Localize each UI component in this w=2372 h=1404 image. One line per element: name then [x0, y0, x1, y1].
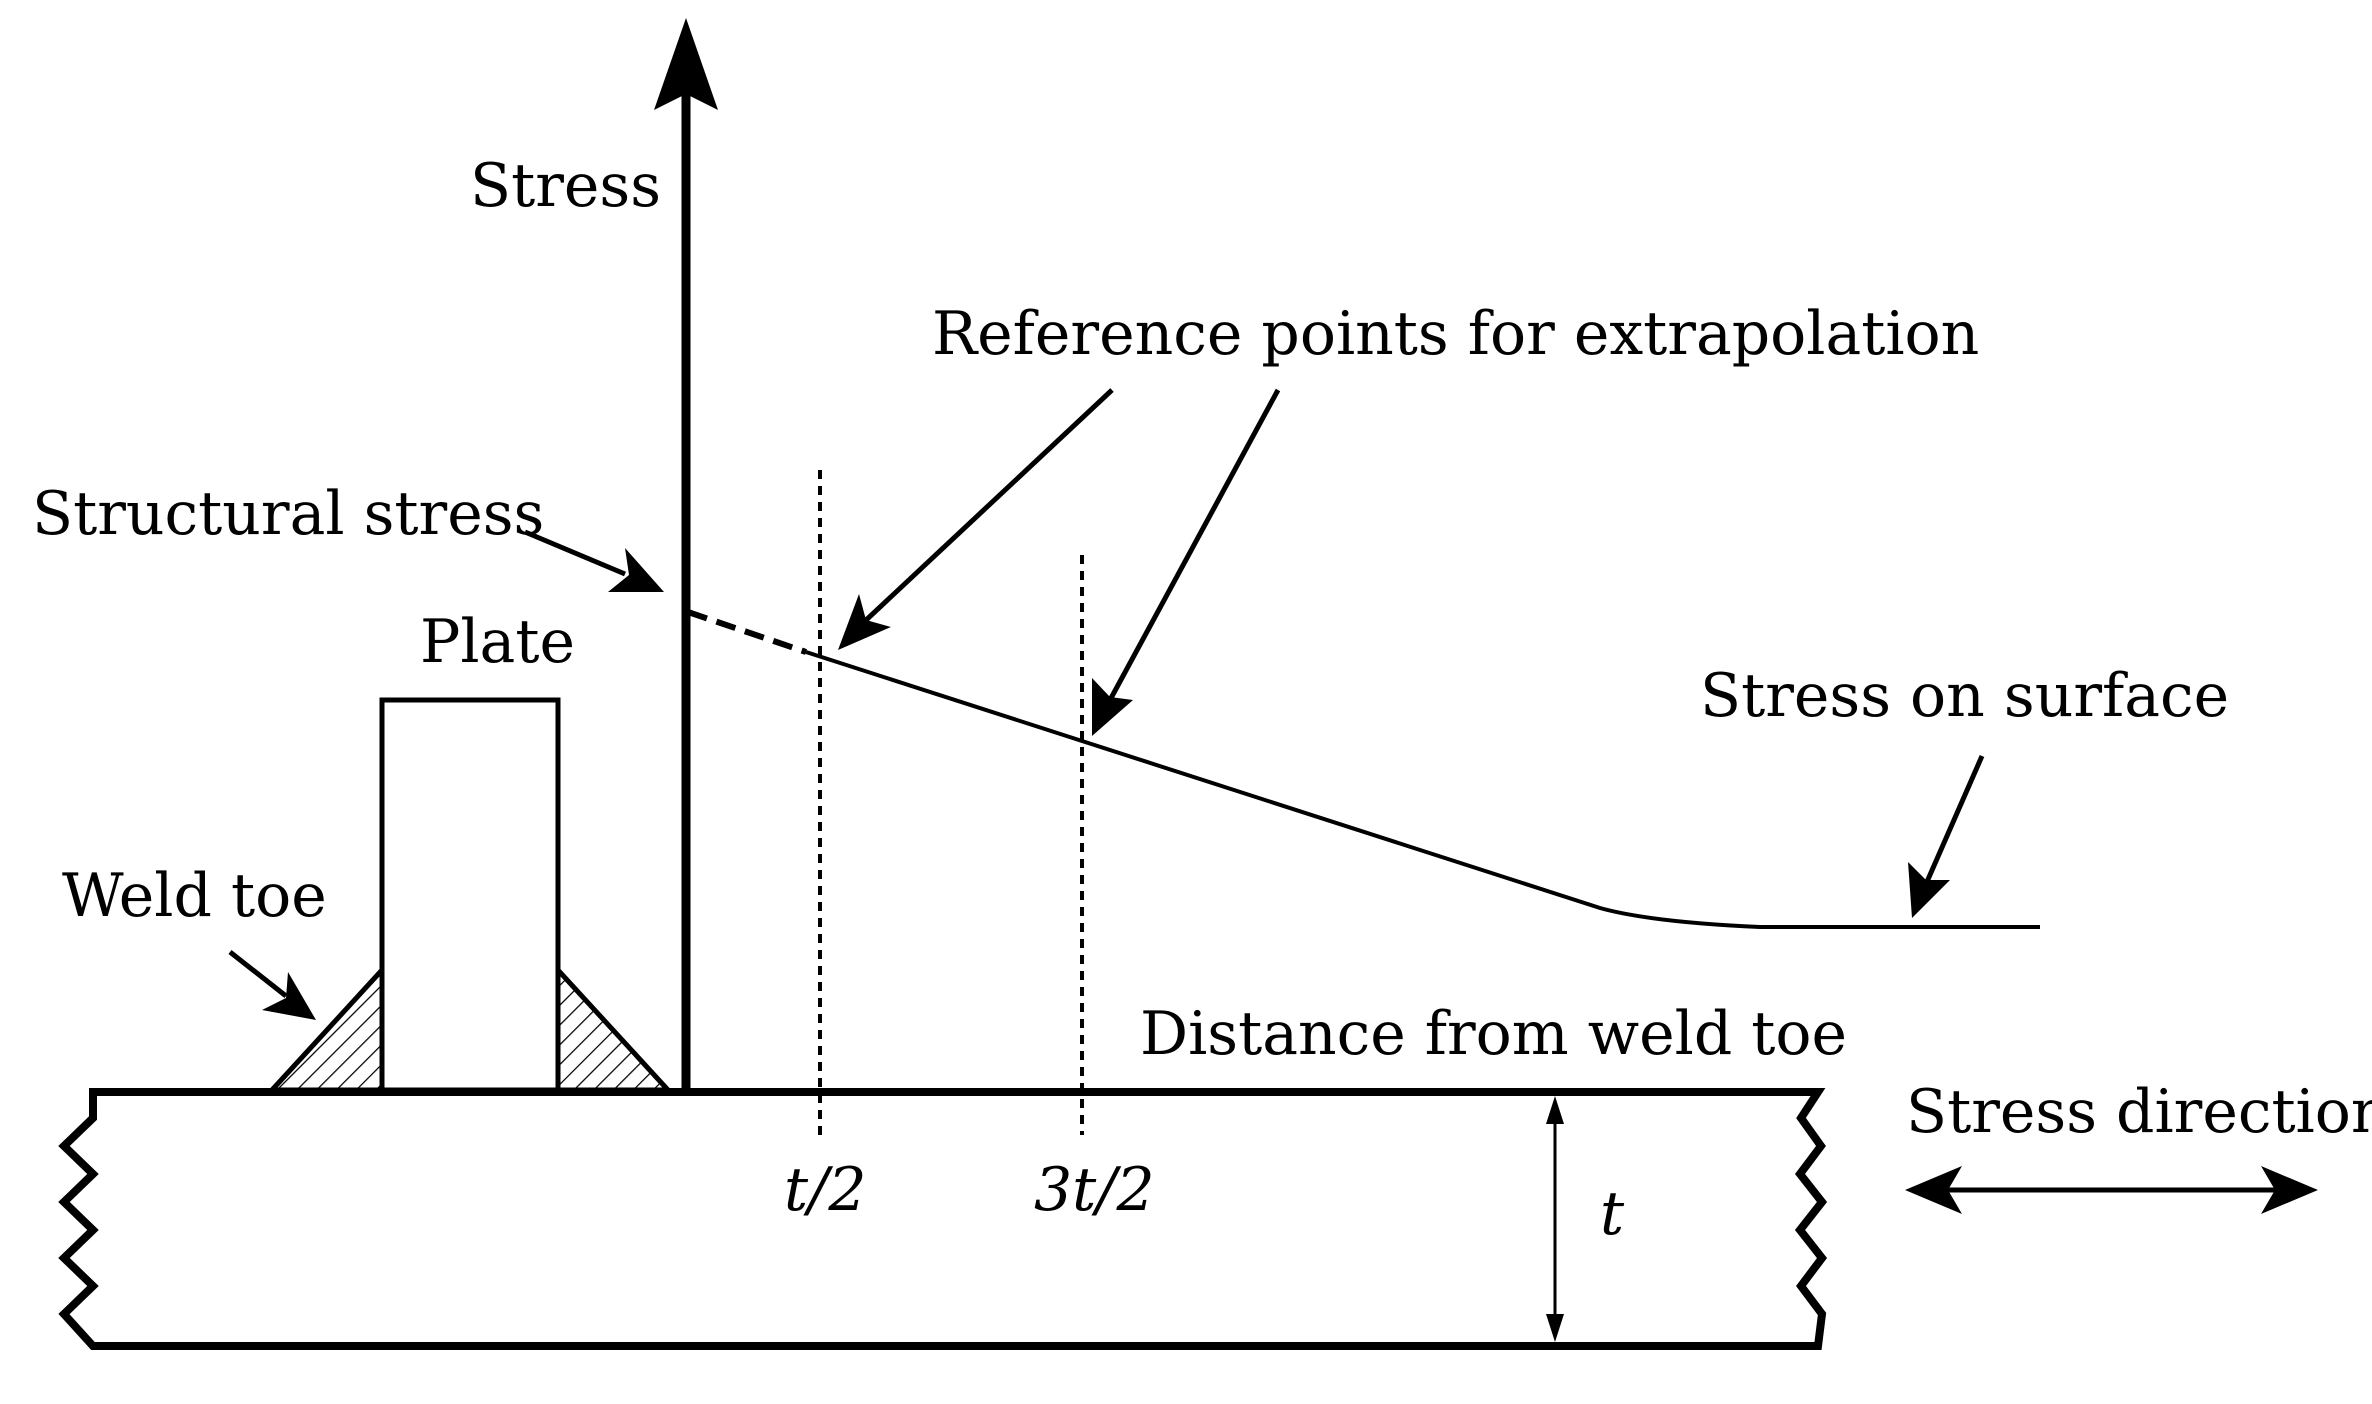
structural-stress-pointer [524, 529, 664, 592]
stress-axis-arrowhead [654, 18, 718, 110]
weld-toe-label: Weld toe [62, 861, 327, 931]
stress-direction-label: Stress direction [1906, 1077, 2372, 1147]
stress-axis-label: Stress [470, 151, 661, 221]
reference-pointer-three-half-t [1092, 388, 1281, 736]
thickness-arrowhead-top [1546, 1096, 1564, 1124]
right-weld [555, 963, 674, 1093]
half-t-label: t/2 [784, 1155, 867, 1225]
reference-points-label: Reference points for extrapolation [932, 299, 1979, 369]
thickness-arrowhead-bottom [1546, 1314, 1564, 1342]
stress-on-surface-label: Stress on surface [1700, 661, 2229, 731]
reference-pointer-half-t [838, 388, 1114, 650]
attached-plate [379, 697, 561, 1093]
thickness-label: t [1600, 1179, 1625, 1249]
weld-toe-pointer [228, 950, 316, 1020]
base-plate [58, 1088, 1828, 1350]
distance-from-weld-toe-label: Distance from weld toe [1140, 999, 1847, 1069]
plate-label: Plate [420, 607, 575, 677]
three-half-t-label: 3t/2 [1034, 1155, 1155, 1225]
stress-direction-arrowhead-left [1905, 1166, 1962, 1214]
structural-stress-label: Structural stress [32, 479, 544, 549]
stress-direction-arrowhead-right [2261, 1166, 2318, 1214]
surface-stress-pointer [1908, 754, 1985, 918]
surface-stress-curve [805, 650, 2040, 929]
extrapolation-dashed-line [687, 609, 807, 655]
